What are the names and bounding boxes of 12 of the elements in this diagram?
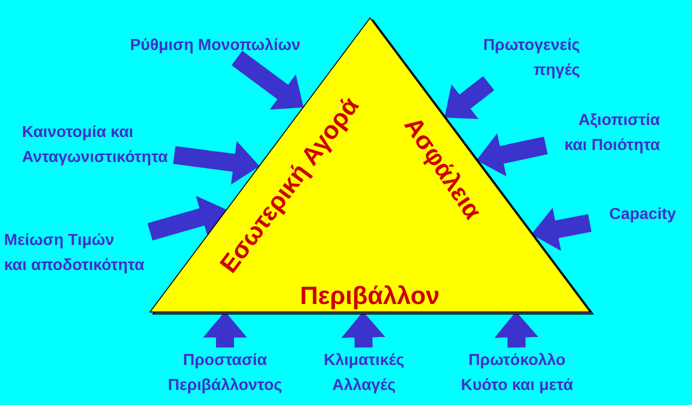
factor-label: Προστασία Περιβάλλοντος: [148, 348, 302, 398]
factor-label: Πρωτόκολλο Κυότο και μετά: [450, 348, 584, 398]
factor-label: Ρύθμιση Μονοπωλίων: [130, 33, 310, 58]
factor-label: Κλιματικές Αλλαγές: [308, 348, 420, 398]
factor-label: Αξιοπιστία και Ποιότητα: [546, 108, 660, 158]
block-arrow: [173, 141, 261, 185]
factor-label: Καινοτομία και Ανταγωνιστικότητα: [22, 120, 174, 170]
block-arrow: [474, 133, 548, 176]
factor-label: Μείωση Τιμών και αποδοτικότητα: [4, 228, 150, 278]
factor-label: Capacity: [590, 202, 676, 227]
factor-label: Πρωτογενείς πηγές: [462, 33, 580, 83]
side-label: Περιβάλλον: [300, 282, 440, 310]
